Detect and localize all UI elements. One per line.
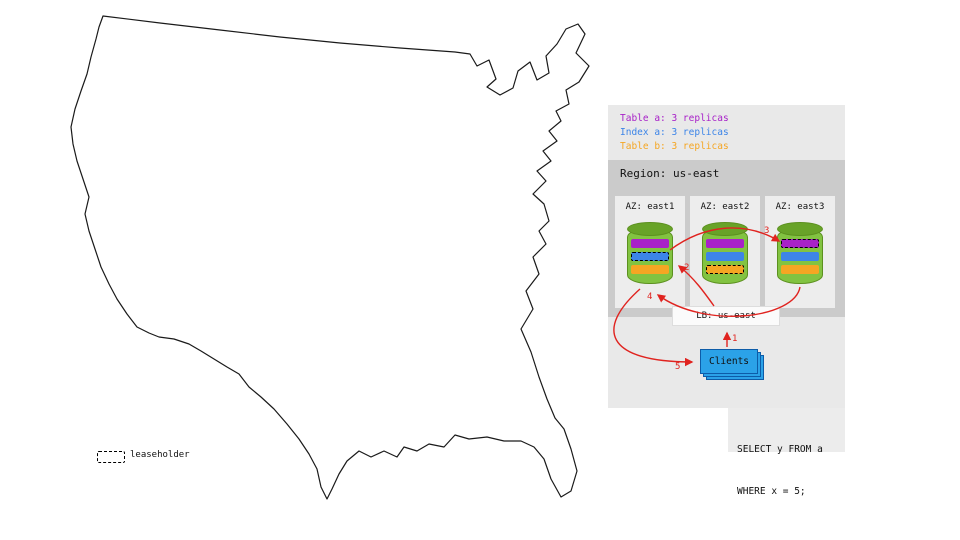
flow-step-4: 4 bbox=[647, 292, 653, 302]
legend-table-a: Table a: 3 replicas bbox=[620, 113, 729, 124]
az-east3-label: AZ: east3 bbox=[775, 202, 825, 212]
load-balancer: LB: us-east bbox=[672, 306, 780, 326]
client-card-front: Clients bbox=[700, 349, 758, 374]
cylinder-top bbox=[777, 222, 823, 236]
cylinder-top bbox=[627, 222, 673, 236]
replica-table-a bbox=[631, 239, 669, 248]
flow-step-3: 3 bbox=[764, 226, 770, 236]
replica-legend: Table a: 3 replicas Index a: 3 replicas … bbox=[620, 112, 729, 154]
az-east3: AZ: east3 bbox=[765, 196, 835, 308]
leaseholder-swatch bbox=[97, 451, 125, 463]
sql-line-1: SELECT y FROM a bbox=[737, 444, 823, 455]
legend-table-b: Table b: 3 replicas bbox=[620, 141, 729, 152]
region-label: Region: us-east bbox=[620, 167, 720, 180]
az-east2-label: AZ: east2 bbox=[700, 202, 750, 212]
db-node-east1 bbox=[627, 222, 673, 284]
replica-table-b-leaseholder bbox=[706, 265, 744, 274]
legend-index-a: Index a: 3 replicas bbox=[620, 127, 729, 138]
db-node-east3 bbox=[777, 222, 823, 284]
replica-table-b bbox=[781, 265, 819, 274]
flow-step-2: 2 bbox=[684, 263, 690, 273]
sql-query-box: SELECT y FROM a WHERE x = 5; bbox=[728, 408, 845, 497]
sql-line-2: WHERE x = 5; bbox=[737, 486, 806, 497]
leaseholder-label: leaseholder bbox=[130, 450, 190, 460]
az-east1-label: AZ: east1 bbox=[625, 202, 675, 212]
az-east2: AZ: east2 bbox=[690, 196, 760, 308]
replica-table-a-leaseholder bbox=[781, 239, 819, 248]
replica-table-a bbox=[706, 239, 744, 248]
replica-index-a bbox=[781, 252, 819, 261]
replica-table-b bbox=[631, 265, 669, 274]
clients: Clients bbox=[700, 349, 764, 380]
db-node-east2 bbox=[702, 222, 748, 284]
cylinder-top bbox=[702, 222, 748, 236]
flow-step-1: 1 bbox=[732, 334, 738, 344]
replica-index-a-leaseholder bbox=[631, 252, 669, 261]
replica-index-a bbox=[706, 252, 744, 261]
flow-step-5: 5 bbox=[675, 362, 681, 372]
